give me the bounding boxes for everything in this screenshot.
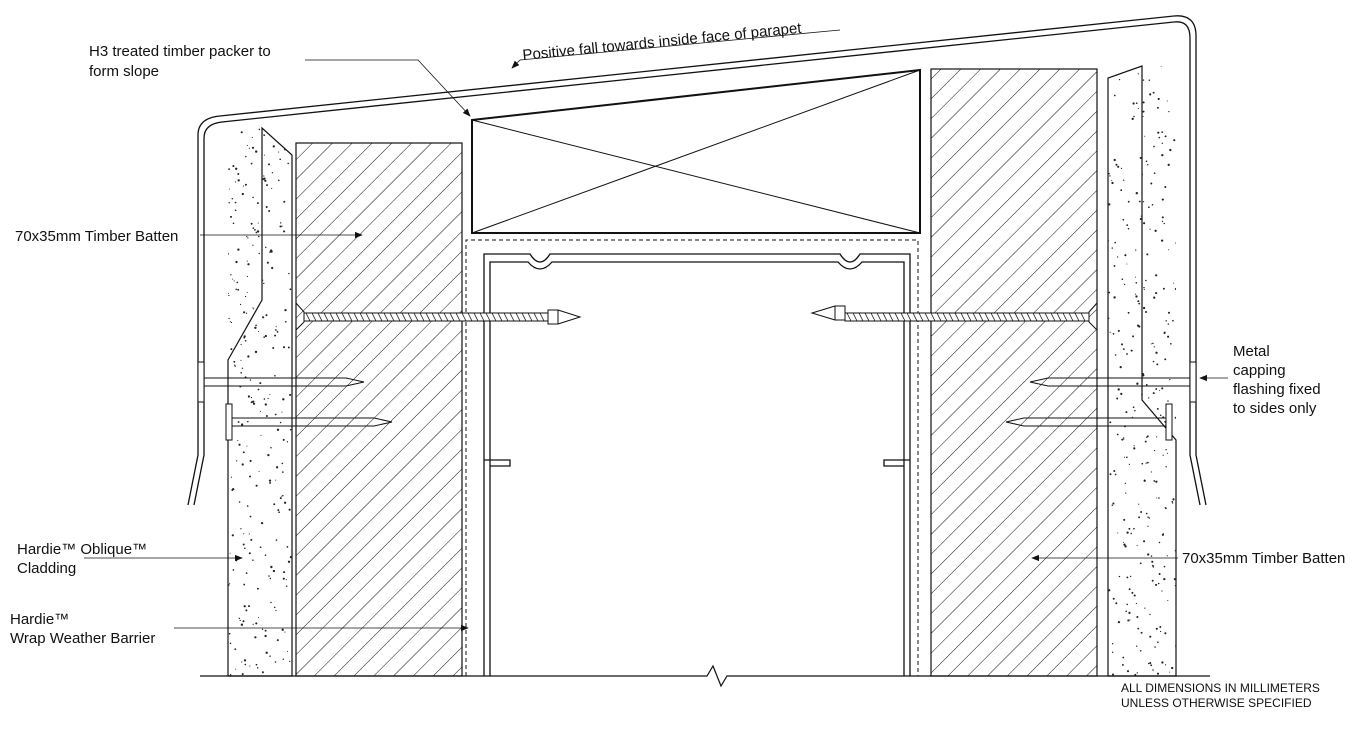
dimensions-note-line-1: ALL DIMENSIONS IN MILLIMETERS — [1121, 681, 1320, 695]
left-timber-batten — [295, 142, 463, 677]
packer-label-line-2: form slope — [89, 63, 159, 80]
timber-packer — [471, 68, 921, 234]
leader-lines — [84, 29, 1228, 632]
capping-label-line-1: Metal — [1233, 343, 1270, 360]
steel-channel — [483, 253, 911, 676]
weather-barrier — [465, 239, 919, 676]
right-nails — [1005, 361, 1197, 441]
ground-line — [200, 664, 1210, 688]
wrap-label-line-1: Hardie™ — [10, 611, 69, 628]
cladding-label-line-2: Cladding — [17, 560, 76, 577]
capping-label-line-4: to sides only — [1233, 400, 1317, 417]
right-screw — [810, 302, 1098, 331]
left-cladding — [227, 126, 293, 677]
dimensions-note-line-2: UNLESS OTHERWISE SPECIFIED — [1121, 696, 1312, 710]
right-timber-batten — [930, 68, 1098, 677]
capping-label-line-2: capping — [1233, 362, 1286, 379]
batten-right-label: 70x35mm Timber Batten — [1182, 550, 1345, 567]
metal-capping — [187, 15, 1207, 506]
fall-label: Positive fall towards inside face of par… — [522, 20, 803, 64]
left-nails — [197, 361, 393, 441]
left-screw — [295, 302, 582, 331]
capping-label-line-3: flashing fixed — [1233, 381, 1321, 398]
batten-left-label: 70x35mm Timber Batten — [15, 228, 178, 245]
right-cladding — [1107, 65, 1177, 677]
wrap-label-line-2: Wrap Weather Barrier — [10, 630, 155, 647]
packer-label-line-1: H3 treated timber packer to — [89, 43, 271, 60]
cladding-label-line-1: Hardie™ Oblique™ — [17, 541, 147, 558]
